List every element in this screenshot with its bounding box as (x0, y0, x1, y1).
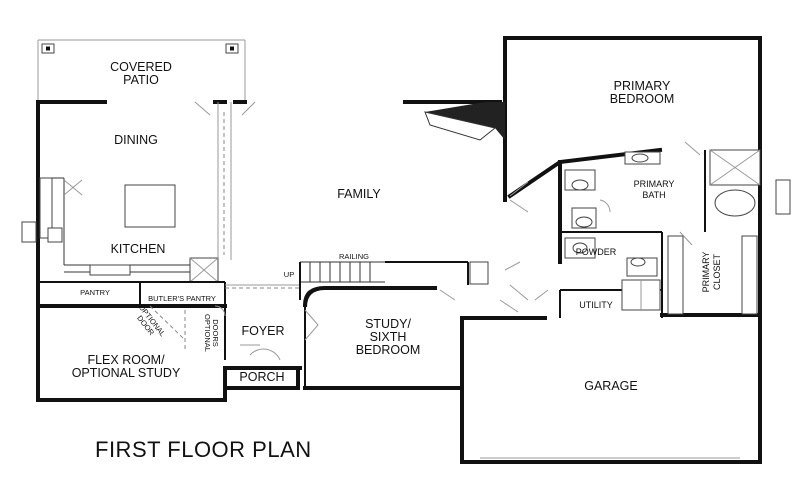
family-label: FAMILY (337, 187, 381, 201)
dining-label: DINING (114, 133, 158, 147)
bathtub (714, 189, 756, 217)
covered-patio-label-line2: PATIO (123, 73, 159, 87)
porch-label: PORCH (239, 370, 284, 384)
primary-bedroom-label-line1: PRIMARY (614, 79, 671, 93)
primary-closet-label-line2: CLOSET (712, 253, 722, 290)
primary-suite-interior (507, 147, 791, 318)
staircase (225, 261, 489, 300)
study-label-line3: BEDROOM (356, 343, 421, 357)
optional-doors-note-line2: DOORS (211, 319, 220, 347)
patio-post-right-core (230, 46, 234, 51)
doors (194, 101, 701, 361)
covered-patio-label-line1: COVERED (110, 60, 172, 74)
kitchen-fixtures (21, 177, 219, 283)
pantry-label: PANTRY (80, 288, 110, 297)
kitchen-island (124, 184, 176, 228)
kitchen-window-bay (21, 221, 37, 243)
foyer-label: FOYER (241, 324, 284, 338)
butlers-pantry-label: BUTLER'S PANTRY (148, 294, 216, 303)
kitchen-label: KITCHEN (111, 242, 166, 256)
flex-room-label-line2: OPTIONAL STUDY (72, 366, 181, 380)
pantry-walls (36, 281, 227, 360)
bath-window-bay (775, 179, 791, 215)
closet-shelf-left (667, 235, 684, 315)
study-label-line2: SIXTH (370, 330, 407, 344)
flex-room-label-line1: FLEX ROOM/ (87, 353, 165, 367)
plan-title: FIRST FLOOR PLAN (95, 437, 312, 462)
powder-label: POWDER (576, 247, 617, 257)
covered-patio-area (37, 39, 246, 100)
utility-label: UTILITY (579, 300, 613, 310)
primary-bath-label-line2: BATH (642, 190, 665, 200)
exterior-walls (36, 36, 762, 464)
fireplace (424, 102, 505, 141)
study-label-line1: STUDY/ (365, 317, 411, 331)
kitchen-range (89, 264, 131, 276)
primary-bedroom-label-line2: BEDROOM (610, 92, 675, 106)
railing-note: RAILING (339, 252, 369, 261)
patio-post-left-core (46, 46, 50, 51)
primary-closet-label-line1: PRIMARY (701, 252, 711, 293)
garage-label: GARAGE (584, 379, 638, 393)
optional-doors-note-line1: OPTIONAL (203, 314, 212, 352)
stair-up-note: UP (284, 270, 294, 279)
closet-shelf-right (741, 235, 758, 315)
primary-bath-label-line1: PRIMARY (634, 179, 675, 189)
kitchen-sink (47, 227, 63, 243)
